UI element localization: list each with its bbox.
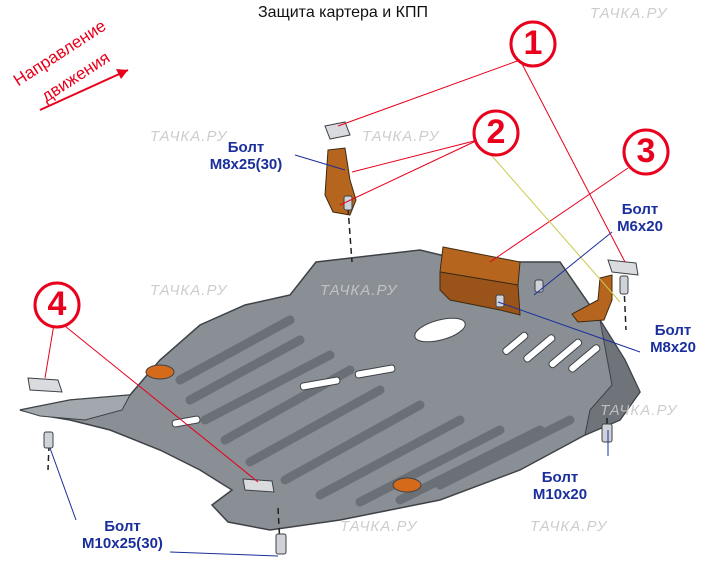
bolt-size: М8х25(30) [209, 156, 283, 173]
bolt-label-top-left: Болт М8х25(30) [196, 139, 296, 173]
watermark: ТАЧКА.РУ [320, 282, 398, 299]
blue-leader-lines [49, 154, 641, 557]
bolt-label-right-middle: Болт М8х20 [638, 322, 708, 356]
bolt-label-bottom-left: Болт М10х25(30) [70, 518, 175, 552]
watermark: ТАЧКА.РУ [600, 402, 678, 419]
bracket-right [571, 274, 613, 323]
direction-arrow-head [116, 69, 128, 79]
red-leader-lines [44, 59, 629, 483]
bolt-word: Болт [227, 139, 265, 156]
callout-circles [33, 20, 670, 329]
bolt-size: М10х25(30) [82, 535, 163, 552]
callout-number-1: 1 [523, 24, 543, 62]
callout-number-2: 2 [486, 113, 506, 151]
watermark: ТАЧКА.РУ [530, 518, 608, 535]
mount-plates [27, 121, 639, 493]
watermark: ТАЧКА.РУ [362, 128, 440, 145]
bolt-label-right-lower: Болт М10х20 [520, 469, 600, 503]
bolt-label-right-upper: Болт М6х20 [605, 201, 675, 235]
watermark: ТАЧКА.РУ [590, 5, 668, 22]
watermark: ТАЧКА.РУ [150, 128, 228, 145]
bolt-word: Болт [621, 201, 659, 218]
bolt-word: Болт [541, 469, 579, 486]
bolt-size: М10х20 [532, 486, 588, 503]
guide-line-yellow [477, 139, 621, 303]
skid-plate-front-edge [19, 394, 131, 421]
vent-slots [171, 317, 601, 428]
watermark: ТАЧКА.РУ [340, 518, 418, 535]
orange-bushings [145, 364, 422, 493]
callout-number-3: 3 [636, 132, 656, 170]
bolts [43, 195, 629, 555]
direction-arrow [39, 69, 129, 111]
watermark: ТАЧКА.РУ [150, 282, 228, 299]
diagram-title: Защита картера и КПП [258, 4, 428, 21]
bolt-word: Болт [104, 518, 141, 535]
bolt-size: М6х20 [617, 218, 663, 235]
callout-number-4: 4 [47, 285, 67, 323]
bolt-size: М8х20 [650, 339, 696, 356]
bolt-word: Болт [654, 322, 692, 339]
